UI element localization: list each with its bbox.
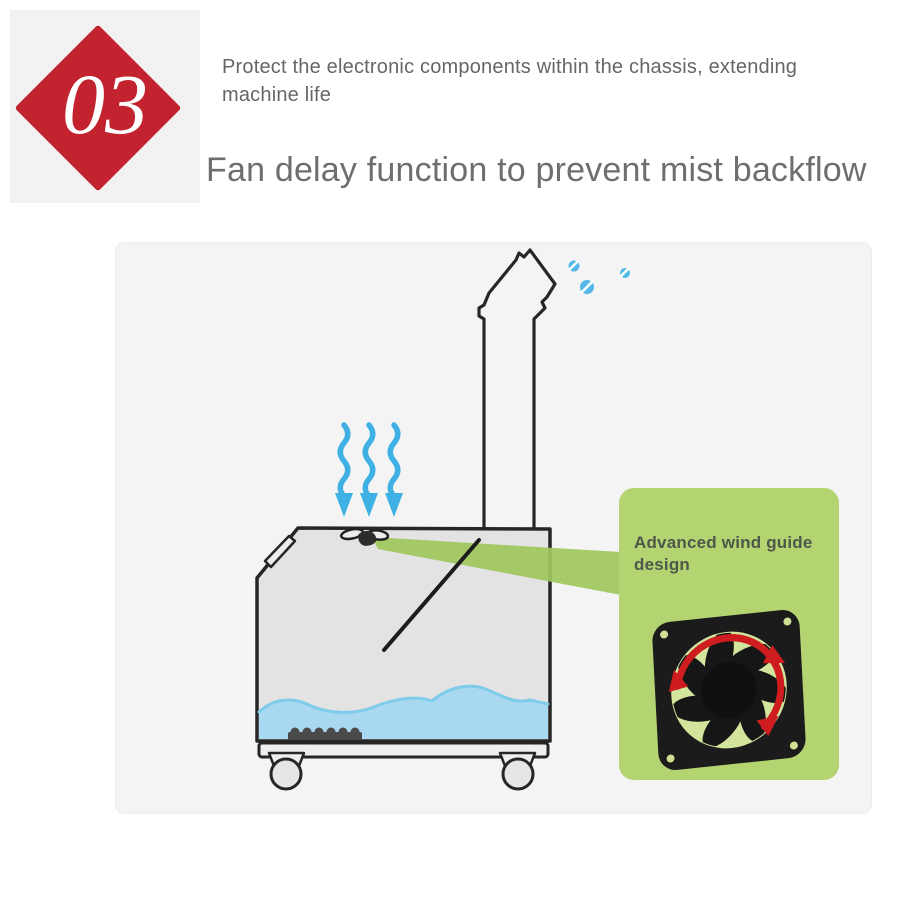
mist-machine-illustration: [255, 248, 630, 791]
fan-rotation-arrowheads: [668, 645, 786, 737]
wind-guide-beam: [372, 537, 621, 595]
water-surface-line: [257, 684, 550, 714]
machine-handle: [263, 534, 297, 569]
mist-arrow-icon: [335, 422, 353, 517]
caster-wheel-right: [498, 751, 537, 791]
water-fill: [259, 686, 548, 739]
machine-base: [257, 741, 550, 759]
mist-arrows-icon: [335, 422, 403, 517]
fan-rotation-arrow-icon: [674, 634, 785, 730]
machine-vent-icon: [339, 527, 390, 546]
callout-card: Advanced wind guide design: [619, 488, 839, 780]
intro-text: Protect the electronic components within…: [222, 56, 798, 106]
badge-square: 03: [10, 10, 200, 203]
diagram-panel: Advanced wind guide design: [115, 242, 872, 814]
mist-arrow-icon: [385, 422, 403, 517]
pointer-line: [382, 538, 481, 652]
mist-droplets-icon: [568, 260, 630, 294]
transducer-plate: [288, 727, 362, 740]
mist-arrow-icon: [360, 422, 378, 517]
badge-number: 03: [62, 55, 148, 152]
chimney-pipe-outline: [477, 248, 557, 531]
callout-label: Advanced wind guide design: [634, 533, 813, 574]
fan-screw-holes: [660, 617, 798, 763]
page-heading: Fan delay function to prevent mist backf…: [206, 151, 867, 189]
caster-wheel-left: [267, 751, 306, 791]
axial-fan-image: [652, 610, 806, 770]
